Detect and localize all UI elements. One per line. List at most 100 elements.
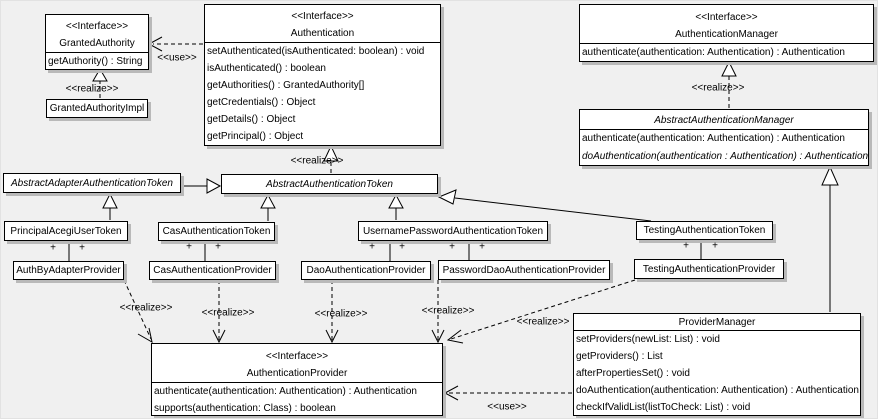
class-auth-by-adapter-provider[interactable]: AuthByAdapterProvider [13,261,124,280]
method-compartment: setProviders(newList: List) : void getPr… [574,330,860,416]
method-label: authenticate(authentication: Authenticat… [582,133,845,144]
method-label: authenticate(authentication: Authenticat… [582,47,845,58]
class-username-password-authentication-token[interactable]: UsernamePasswordAuthenticationToken [358,221,548,241]
hollow-triangle [323,144,339,162]
hollow-triangle [206,178,222,194]
class-name: DaoAuthenticationProvider [306,265,426,276]
edge-gen-principalacegiusertoken [102,192,118,220]
realize-label: <<realize>> [691,82,745,94]
class-name: ProviderManager [678,317,756,328]
assoc-end-plus: + [479,241,485,253]
class-name: CasAuthenticationProvider [153,265,272,276]
method-label: getPrincipal() : Object [207,131,304,142]
class-provider-manager[interactable]: ProviderManager setProviders(newList: Li… [573,313,861,416]
stereotype-label: <<Interface>> [695,12,758,23]
edge-realize-testingauthenticationprovider [446,279,636,344]
assoc-end-plus: + [712,240,718,252]
dashed-line [123,279,152,340]
method-label: checkIfValidList(listToCheck: List) : vo… [576,402,751,413]
assoc-end-plus: + [215,241,221,253]
class-name: AuthByAdapterProvider [16,265,121,276]
hollow-triangle [437,189,457,205]
open-arrowhead [446,329,464,344]
hollow-triangle [260,193,276,209]
edge-gen-casauthenticationtoken [260,193,276,221]
method-compartment: authenticate(authentication: Authenticat… [580,129,868,166]
edge-realize-abstractauthenticationmanager [721,60,737,108]
class-dao-authentication-provider[interactable]: DaoAuthenticationProvider [301,261,431,280]
edge-realize-authbyadapterprovider [123,279,153,343]
edge-gen-abstractadapterauthenticationtoken [182,178,222,194]
open-arrowhead [147,36,163,52]
class-testing-authentication-token[interactable]: TestingAuthenticationToken [636,221,773,240]
open-arrowhead [137,327,153,343]
assoc-end-plus: + [399,241,405,253]
method-compartment: setAuthenticated(isAuthenticated: boolea… [205,42,440,145]
method-label: isAuthenticated() : boolean [207,63,326,74]
hollow-triangle [721,60,737,77]
class-name: TestingAuthenticationProvider [642,263,776,275]
realize-label: <<realize>> [421,305,475,317]
class-cas-authentication-token[interactable]: CasAuthenticationToken [158,222,275,241]
realize-label: <<realize>> [516,316,570,328]
method-label: getAuthorities() : GrantedAuthority[] [207,80,365,91]
hollow-triangle [92,68,108,82]
class-header: ProviderManager [574,314,860,330]
class-name: AuthenticationManager [675,29,778,40]
class-name: GrantedAuthority [59,38,135,49]
edge-gen-usernamepasswordauthenticationtoken [388,193,404,220]
realize-label: <<realize>> [314,308,368,320]
class-name: GrantedAuthorityImpl [49,103,145,114]
method-label: authenticate(authentication: Authenticat… [154,386,417,397]
stereotype-label: <<Interface>> [265,351,329,362]
class-abstract-authentication-token[interactable]: AbstractAuthenticationToken [221,174,438,194]
class-cas-authentication-provider[interactable]: CasAuthenticationProvider [149,261,276,280]
class-name: TestingAuthenticationToken [643,225,766,236]
edge-use-authentication-to-grantedauthority [147,36,203,52]
method-label: afterPropertiesSet() : void [576,368,690,379]
class-granted-authority[interactable]: <<Interface>> GrantedAuthority getAuthor… [45,14,149,70]
method-label: doAuthentication(authentication: Authent… [576,385,859,396]
realize-label: <<realize>> [119,302,173,314]
class-name: AbstractAuthenticationToken [266,178,393,190]
method-compartment: getAuthority() : String [46,52,148,71]
class-authentication[interactable]: <<Interface>> Authentication setAuthenti… [204,4,441,146]
solid-line [454,197,652,222]
class-granted-authority-impl[interactable]: GrantedAuthorityImpl [46,99,148,118]
stereotype-label: <<Interface>> [65,21,129,32]
class-abstract-authentication-manager[interactable]: AbstractAuthenticationManager authentica… [579,109,869,166]
open-arrowhead [325,329,339,344]
class-name: PasswordDaoAuthenticationProvider [442,264,606,276]
realize-label: <<realize>> [201,307,255,319]
open-arrowhead [431,329,445,344]
class-name: CasAuthenticationToken [162,226,271,237]
class-password-dao-authentication-provider[interactable]: PasswordDaoAuthenticationProvider [438,260,610,280]
class-testing-authentication-provider[interactable]: TestingAuthenticationProvider [634,259,784,279]
class-authentication-manager[interactable]: <<Interface>> AuthenticationManager auth… [579,4,874,62]
edge-realize-passworddaoauthenticationprovider [431,280,445,344]
class-principal-acegi-user-token[interactable]: PrincipalAcegiUserToken [4,221,128,241]
dashed-line [450,279,636,340]
method-label: setProviders(newList: List) : void [576,334,720,345]
class-abstract-adapter-authentication-token[interactable]: AbstractAdapterAuthenticationToken [3,173,181,193]
method-label: setAuthenticated(isAuthenticated: boolea… [207,46,425,57]
class-name: AuthenticationProvider [246,368,348,379]
method-label: getProviders() : List [576,351,663,362]
class-name: UsernamePasswordAuthenticationToken [362,225,544,237]
class-name: AbstractAdapterAuthenticationToken [11,177,173,189]
class-authentication-provider[interactable]: <<Interface>> AuthenticationProvider aut… [151,343,443,416]
stereotype-label: <<Interface>> [291,11,354,22]
class-header: <<Interface>> AuthenticationManager [580,5,873,43]
realize-label: <<realize>> [290,155,344,167]
realize-label: <<realize>> [65,83,119,95]
class-header: <<Interface>> AuthenticationProvider [152,344,442,382]
class-header: <<Interface>> GrantedAuthority [46,15,148,52]
assoc-end-plus: + [186,241,192,253]
hollow-triangle [388,193,404,209]
method-compartment: authenticate(authentication: Authenticat… [580,43,873,62]
class-name: Authentication [290,28,355,39]
hollow-triangle [102,192,118,209]
class-name: AbstractAuthenticationManager [654,115,794,126]
